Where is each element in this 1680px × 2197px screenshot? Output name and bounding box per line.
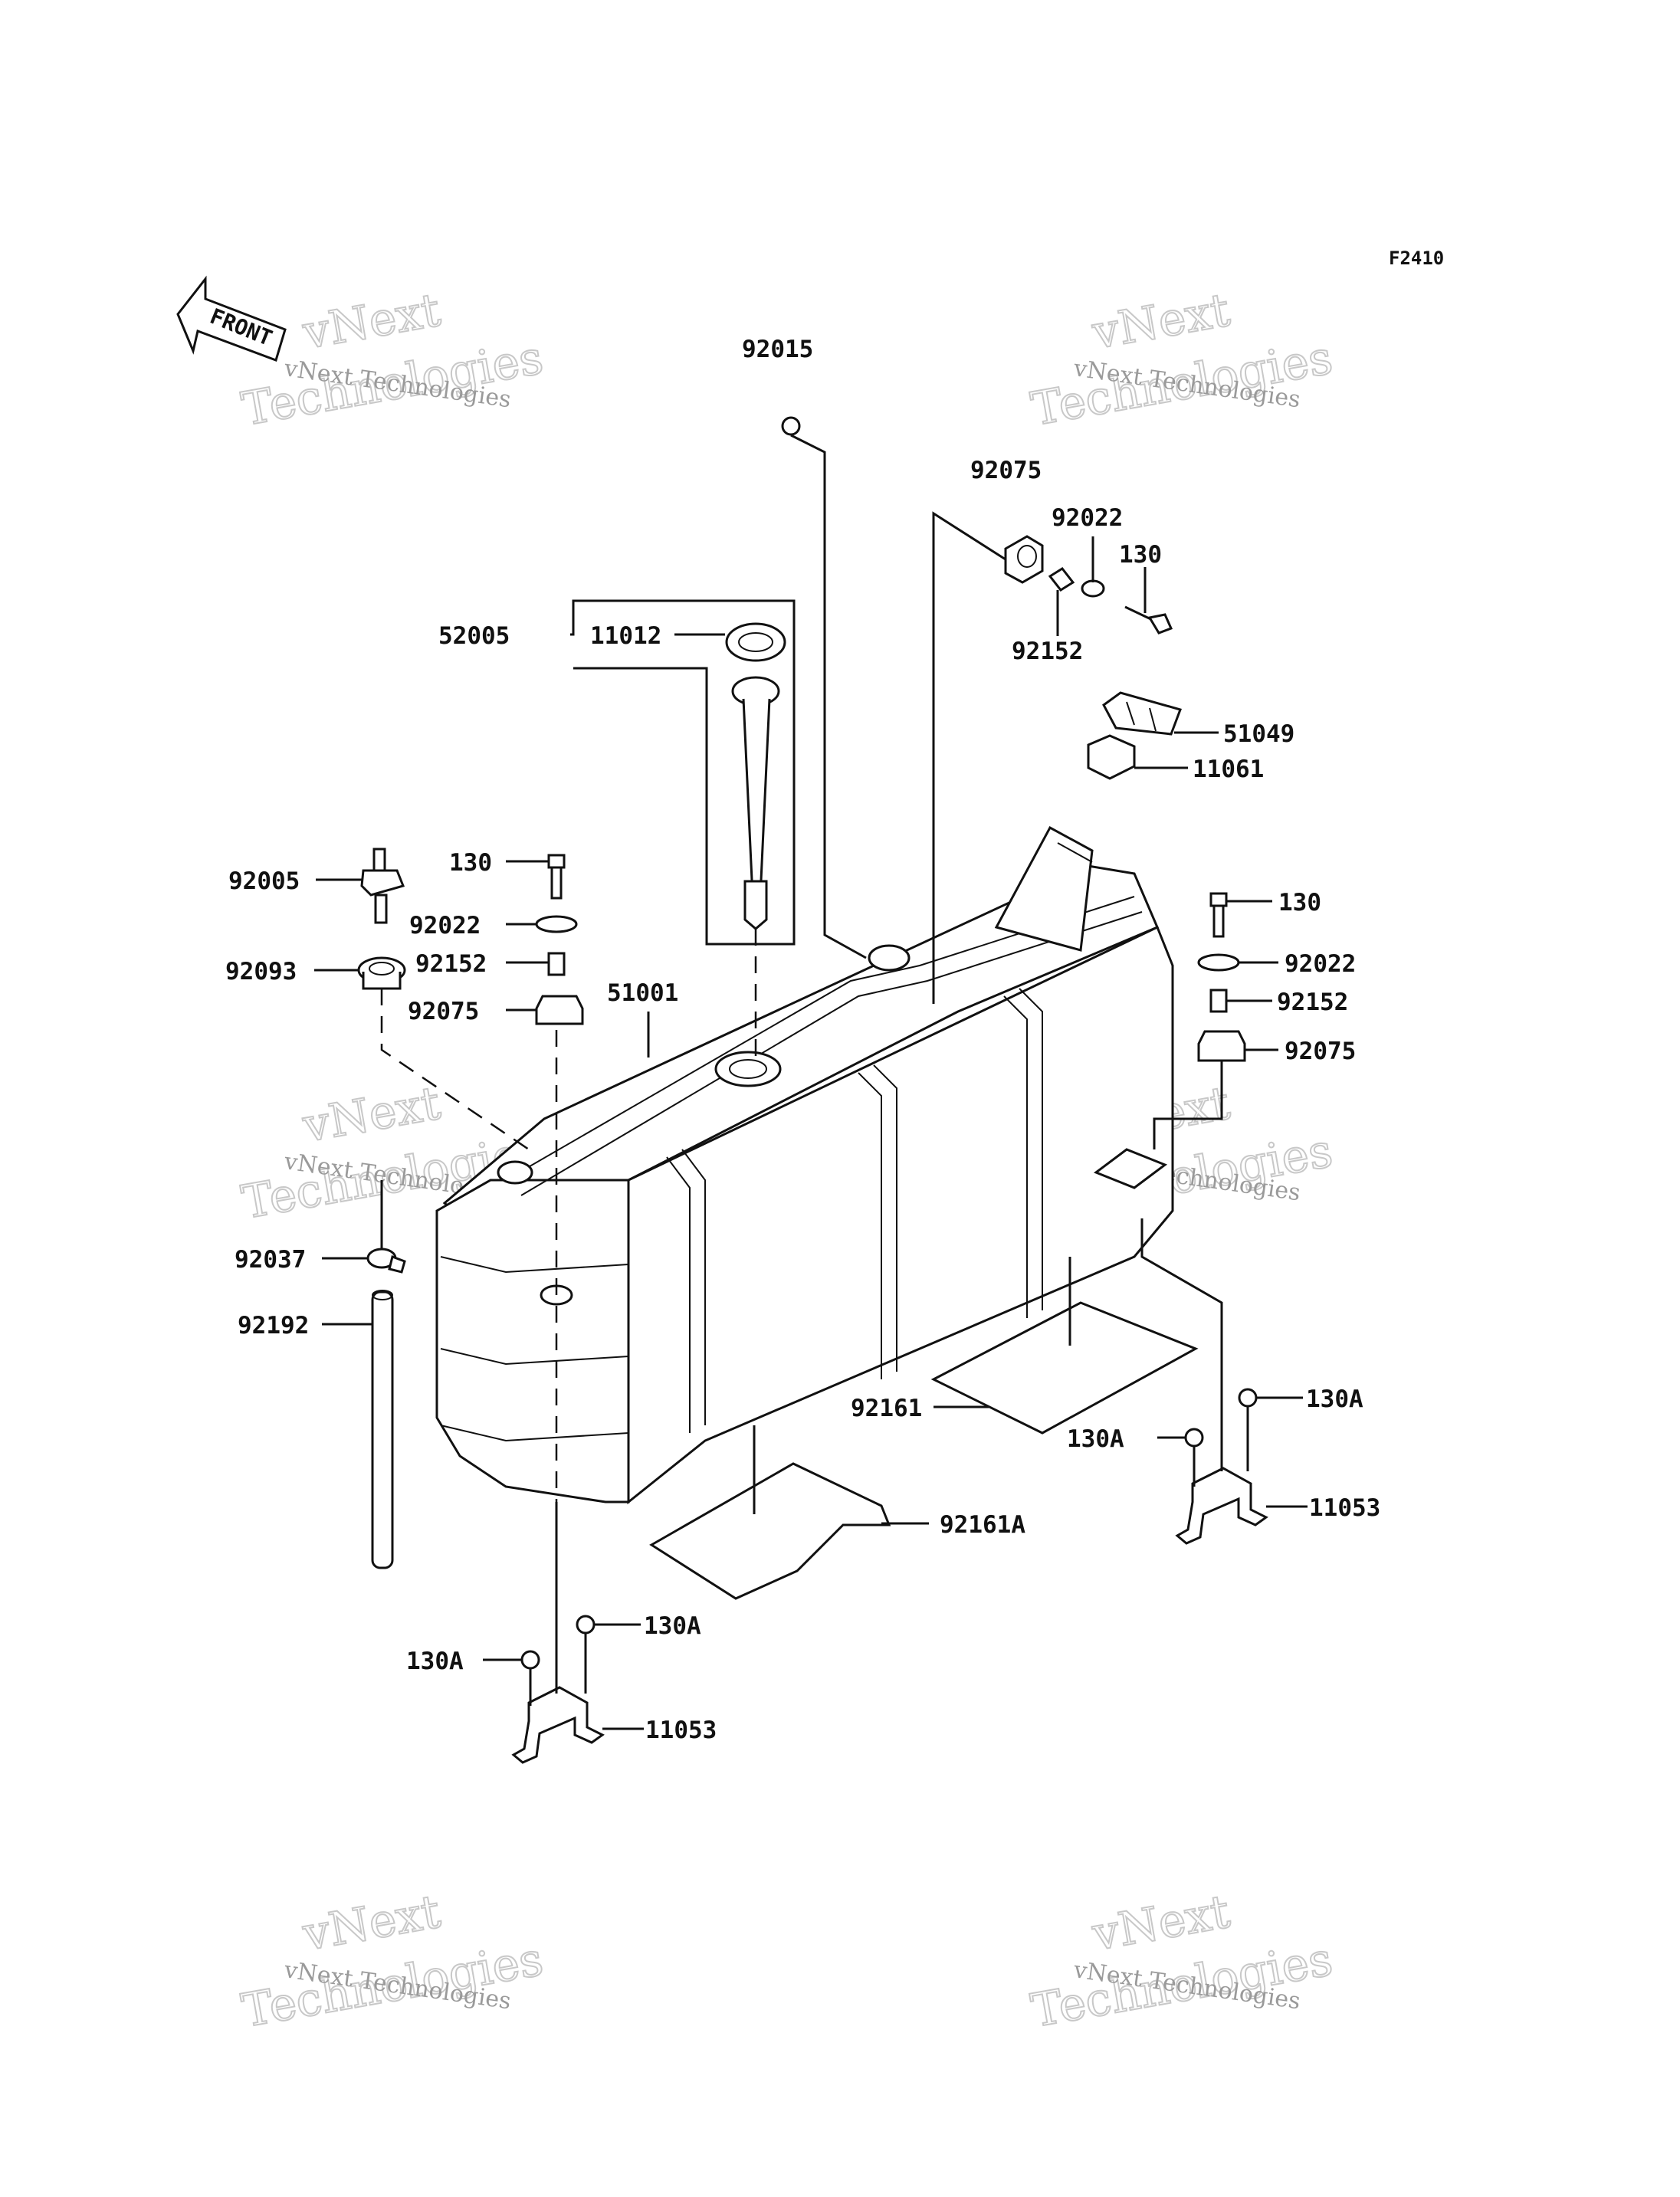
watermark-top-left: vNext Technologies vNext Technologies bbox=[237, 283, 547, 438]
label-11012: 11012 bbox=[590, 622, 661, 650]
clamp-92037-icon bbox=[366, 1248, 406, 1274]
gasket-11012-icon bbox=[725, 622, 786, 662]
bolt-130-left-icon bbox=[547, 854, 566, 900]
label-92161A: 92161A bbox=[940, 1511, 1025, 1539]
bolt-130-right-icon bbox=[1209, 892, 1228, 938]
svg-text:vNext: vNext bbox=[298, 284, 444, 360]
label-92161: 92161 bbox=[851, 1395, 922, 1422]
label-92152-left: 92152 bbox=[415, 950, 487, 978]
label-130-top: 130 bbox=[1119, 541, 1162, 569]
hose-92192-icon bbox=[371, 1290, 394, 1569]
bolt-130-top-icon bbox=[1124, 605, 1173, 635]
label-92093: 92093 bbox=[225, 958, 297, 985]
fuel-cap-51049-icon bbox=[1102, 691, 1182, 736]
label-92192: 92192 bbox=[238, 1312, 309, 1340]
bracket-11053-bottom-icon bbox=[511, 1686, 605, 1764]
label-130-right: 130 bbox=[1278, 889, 1321, 917]
svg-text:vNext: vNext bbox=[298, 1885, 444, 1962]
label-92022-left: 92022 bbox=[409, 912, 481, 939]
label-11053-right: 11053 bbox=[1309, 1494, 1380, 1522]
label-92005: 92005 bbox=[228, 867, 300, 895]
fuel-gauge-sender-icon bbox=[731, 676, 780, 930]
pad-92161A-icon bbox=[649, 1462, 891, 1600]
label-51001: 51001 bbox=[607, 979, 678, 1007]
label-92152-top: 92152 bbox=[1012, 638, 1083, 665]
nut-92015-icon bbox=[781, 416, 801, 436]
label-130A-r2: 130A bbox=[1067, 1425, 1124, 1453]
bolt-130A-b1-icon bbox=[576, 1615, 596, 1635]
washer-92022-right-icon bbox=[1197, 953, 1240, 972]
label-130A-b1: 130A bbox=[644, 1612, 701, 1640]
label-52005: 52005 bbox=[438, 622, 510, 650]
filler-cap-11061-icon bbox=[1087, 734, 1136, 780]
label-11061: 11061 bbox=[1193, 756, 1264, 783]
tank-bracket-icon bbox=[1093, 1148, 1168, 1189]
svg-text:vNext: vNext bbox=[1088, 1885, 1233, 1962]
label-130A-b2: 130A bbox=[406, 1648, 464, 1675]
washer-92022-left-icon bbox=[535, 915, 578, 933]
guide-lines bbox=[380, 929, 757, 1502]
rubber-92075-left-icon bbox=[535, 995, 584, 1025]
label-92037: 92037 bbox=[235, 1246, 306, 1274]
label-11053-bottom: 11053 bbox=[645, 1717, 717, 1744]
svg-text:vNext: vNext bbox=[1088, 284, 1233, 360]
leader-lines bbox=[314, 434, 1308, 1730]
bracket-11053-right-icon bbox=[1175, 1467, 1268, 1545]
label-51049: 51049 bbox=[1223, 720, 1294, 748]
svg-text:vNext: vNext bbox=[298, 1077, 444, 1153]
label-92022-right: 92022 bbox=[1285, 950, 1356, 978]
bolt-130A-r1-icon bbox=[1238, 1388, 1258, 1408]
label-92075-left: 92075 bbox=[408, 998, 479, 1025]
fuel-tank-body bbox=[435, 825, 1174, 1505]
watermark-bottom-left: vNext Technologies vNext Technologies bbox=[237, 1884, 547, 2039]
bolt-130A-r2-icon bbox=[1184, 1428, 1204, 1448]
pad-92161-icon bbox=[930, 1301, 1199, 1435]
watermark-top-right: vNext Technologies vNext Technologies bbox=[1026, 283, 1337, 438]
rubber-92075-top-icon bbox=[1004, 535, 1044, 584]
rubber-92075-right-icon bbox=[1197, 1030, 1246, 1062]
label-130-left: 130 bbox=[449, 849, 492, 877]
collar-92152-right-icon bbox=[1209, 989, 1228, 1013]
label-92022-top: 92022 bbox=[1052, 504, 1123, 532]
washer-92022-top-icon bbox=[1081, 579, 1105, 598]
collar-92152-top-icon bbox=[1048, 567, 1075, 592]
label-92152-right: 92152 bbox=[1277, 989, 1348, 1016]
label-92015: 92015 bbox=[742, 336, 813, 363]
label-130A-r1: 130A bbox=[1306, 1385, 1363, 1413]
collar-92152-left-icon bbox=[547, 952, 566, 976]
label-92075-right: 92075 bbox=[1285, 1038, 1356, 1065]
diagram-code: F2410 bbox=[1389, 248, 1444, 269]
part-labels: 92015 92075 92022 130 92152 52005 11012 … bbox=[225, 336, 1380, 1744]
front-arrow-icon: FRONT bbox=[176, 275, 287, 362]
label-92075-top: 92075 bbox=[970, 457, 1042, 484]
grommet-92093-icon bbox=[357, 956, 406, 990]
bolt-130A-b2-icon bbox=[520, 1650, 540, 1670]
stud-92005-icon bbox=[360, 848, 405, 924]
watermark-bottom-right: vNext Technologies vNext Technologies bbox=[1026, 1884, 1337, 2039]
